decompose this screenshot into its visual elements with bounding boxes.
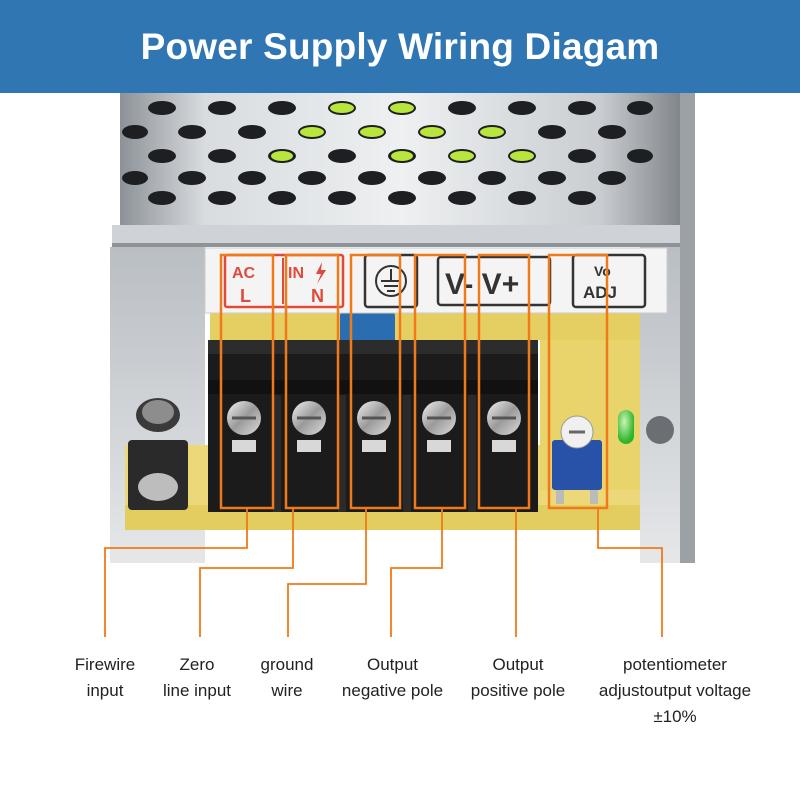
terminal-label-plate bbox=[204, 247, 668, 314]
label-zero-line-input: Zero line input bbox=[162, 655, 232, 700]
marking-vo: Vo bbox=[594, 263, 611, 279]
page-title: Power Supply Wiring Diagam bbox=[140, 25, 660, 67]
label-potentiometer: potentiometer adjustoutput voltage ±10% bbox=[598, 655, 752, 726]
cover-lip bbox=[112, 225, 692, 247]
marking-in: IN bbox=[288, 265, 304, 282]
marking-n: N bbox=[311, 286, 324, 306]
label-output-positive-pole: Output positive pole bbox=[470, 655, 566, 700]
label-output-negative-pole: Output negative pole bbox=[341, 655, 444, 700]
marking-v-minus-v-plus: V- V+ bbox=[445, 268, 519, 301]
mounting-screw bbox=[128, 398, 188, 510]
label-firewire-input: Firewire input bbox=[74, 655, 136, 700]
marking-ac: AC bbox=[232, 265, 256, 282]
metal-cover bbox=[120, 93, 685, 243]
label-ground-wire: ground wire bbox=[260, 655, 314, 700]
marking-l: L bbox=[240, 286, 251, 306]
title-banner: Power Supply Wiring Diagam bbox=[0, 0, 800, 93]
marking-adj: ADJ bbox=[583, 283, 617, 302]
led-indicator bbox=[618, 410, 674, 444]
power-supply-photo: AC L IN N V- V+ Vo ADJ bbox=[0, 93, 800, 563]
ventilation-holes bbox=[122, 101, 653, 205]
